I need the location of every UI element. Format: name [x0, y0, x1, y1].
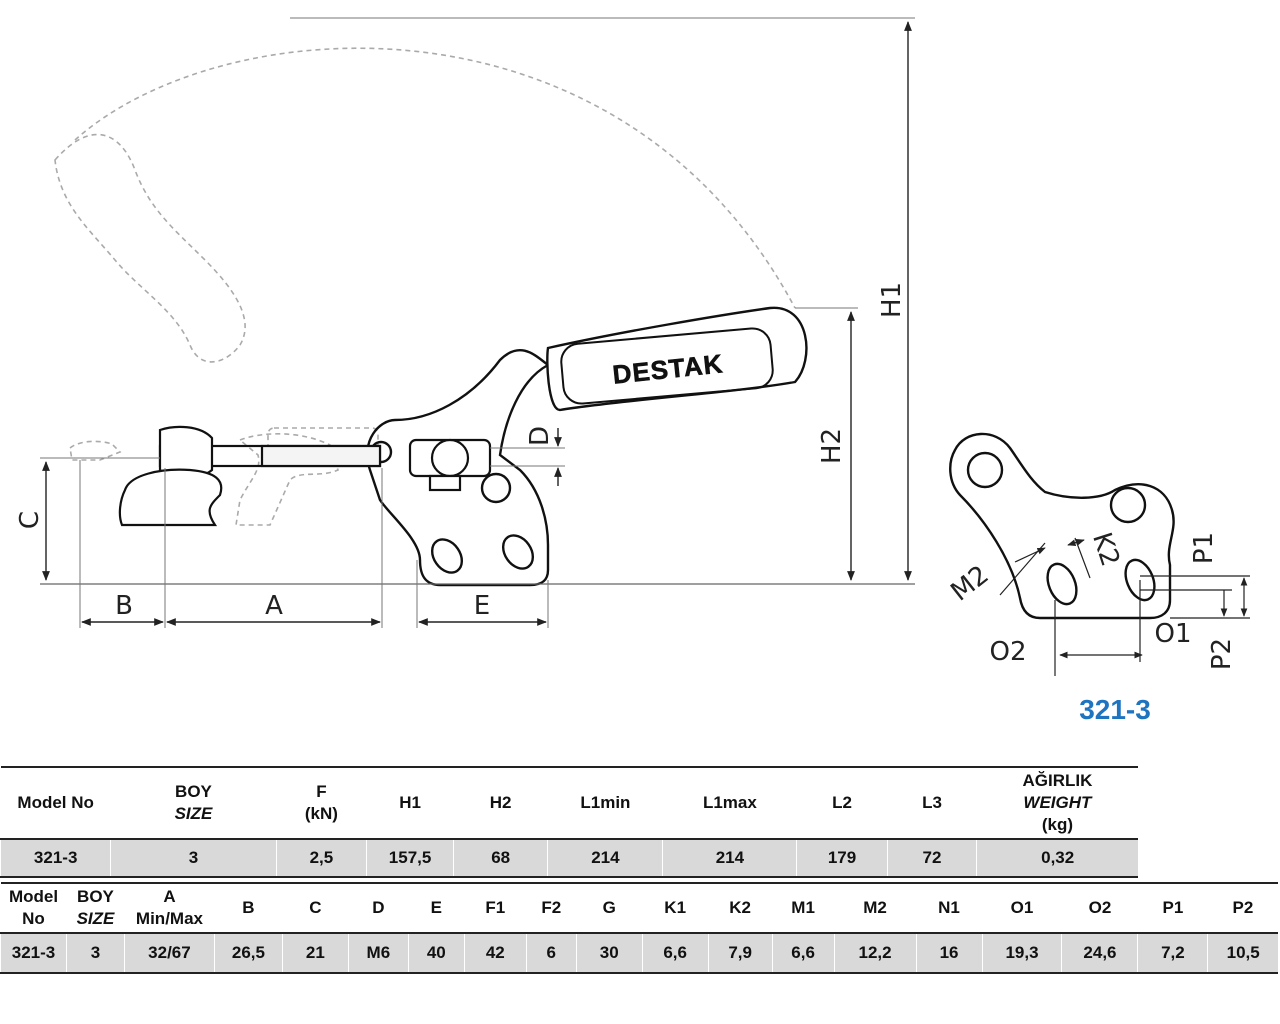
cell-f1: 42: [463, 933, 527, 973]
header-l3: L3: [922, 793, 942, 812]
cell-n1: 16: [915, 933, 983, 973]
header-m2: M2: [863, 898, 887, 917]
header-d: D: [372, 898, 385, 917]
cell-b: 26,5: [213, 933, 283, 973]
extension-lines: [79, 460, 549, 628]
svg-text:H1: H1: [877, 282, 907, 318]
cell-f: 2,5: [275, 839, 367, 877]
cell-f2: 6: [525, 933, 577, 973]
label-p2: P2: [1207, 638, 1237, 670]
header-g: G: [602, 898, 616, 917]
header-l1max: L1max: [702, 793, 757, 812]
model-title: 321-3: [1079, 694, 1151, 725]
header-f1: F1: [485, 898, 506, 917]
cell-size: 3: [110, 839, 277, 877]
cell-model-no: 321-3: [0, 933, 67, 973]
cell-weight: 0,32: [976, 839, 1138, 877]
header-o1: O1: [1010, 898, 1034, 917]
header-f: F(kN): [304, 782, 338, 823]
cell-e: 40: [407, 933, 465, 973]
header-m1: M1: [791, 898, 815, 917]
header-h2: H2: [489, 793, 512, 812]
svg-text:H2: H2: [817, 428, 847, 464]
label-k2: K2: [1086, 529, 1125, 570]
cell-k1: 6,6: [641, 933, 709, 973]
cell-d: M6: [347, 933, 409, 973]
base-plate-dims: [999, 537, 1250, 676]
header-e: E: [430, 898, 442, 917]
cell-a: 32/67: [123, 933, 215, 973]
header-f2: F2: [541, 898, 562, 917]
dim-a: A: [166, 591, 381, 626]
dim-e: E: [418, 591, 547, 626]
svg-text:A: A: [265, 591, 283, 621]
cell-o1: 19,3: [981, 933, 1062, 973]
lock-nut: [408, 438, 492, 492]
cell-l3: 72: [886, 839, 977, 877]
header-b: B: [242, 898, 255, 917]
table-row: 321-3 3 2,5 157,5 68 214 214 179 72 0,32: [0, 839, 1138, 877]
cell-p2: 10,5: [1207, 933, 1278, 973]
header-h1: H1: [399, 793, 421, 812]
header-model-no: Model No: [17, 793, 94, 812]
header-n1: N1: [938, 898, 960, 917]
header-l2: L2: [832, 793, 852, 812]
cell-m2: 12,2: [833, 933, 917, 973]
table-row: 321-3 3 32/67 26,5 21 M6 40 42 6 30 6,6 …: [0, 933, 1278, 973]
svg-text:D: D: [525, 426, 555, 446]
spindle-rod: [158, 425, 382, 479]
cell-m1: 6,6: [771, 933, 835, 973]
dim-c: C: [15, 457, 160, 581]
label-o2: O2: [989, 637, 1026, 667]
base-plate-view: [949, 432, 1175, 620]
svg-text:B: B: [115, 591, 133, 621]
cell-size: 3: [65, 933, 125, 973]
header-o2: O2: [1088, 898, 1112, 917]
clamp-handle: DESTAK: [546, 306, 808, 412]
header-k1: K1: [664, 898, 687, 917]
cell-model-no: 321-3: [0, 839, 111, 877]
dim-b: B: [81, 591, 164, 626]
clamping-pad: [118, 468, 223, 527]
cell-l1max: 214: [662, 839, 797, 877]
dim-h2: H2: [795, 307, 858, 581]
label-p1: P1: [1189, 532, 1219, 564]
dim-d: D: [490, 426, 565, 486]
label-m2: M2: [945, 560, 994, 608]
header-k2: K2: [729, 898, 751, 917]
header-p2: P2: [1232, 898, 1254, 917]
header-p1: P1: [1162, 898, 1184, 917]
cell-o2: 24,6: [1061, 933, 1138, 973]
cell-l2: 179: [796, 839, 888, 877]
cell-c: 21: [281, 933, 349, 973]
svg-text:C: C: [15, 511, 45, 529]
cell-l1min: 214: [547, 839, 663, 877]
cell-h2: 68: [452, 839, 548, 877]
cell-g: 30: [575, 933, 643, 973]
label-o1: O1: [1154, 619, 1191, 649]
cell-h1: 157,5: [366, 839, 454, 877]
cell-k2: 7,9: [707, 933, 773, 973]
header-c: C: [309, 898, 322, 917]
svg-text:E: E: [474, 591, 490, 621]
header-l1min: L1min: [580, 793, 631, 812]
clamp-technical-drawing: DESTAK H1 H2 D C B A: [15, 17, 1250, 676]
dim-h1: H1: [290, 17, 915, 581]
cell-p1: 7,2: [1137, 933, 1208, 973]
